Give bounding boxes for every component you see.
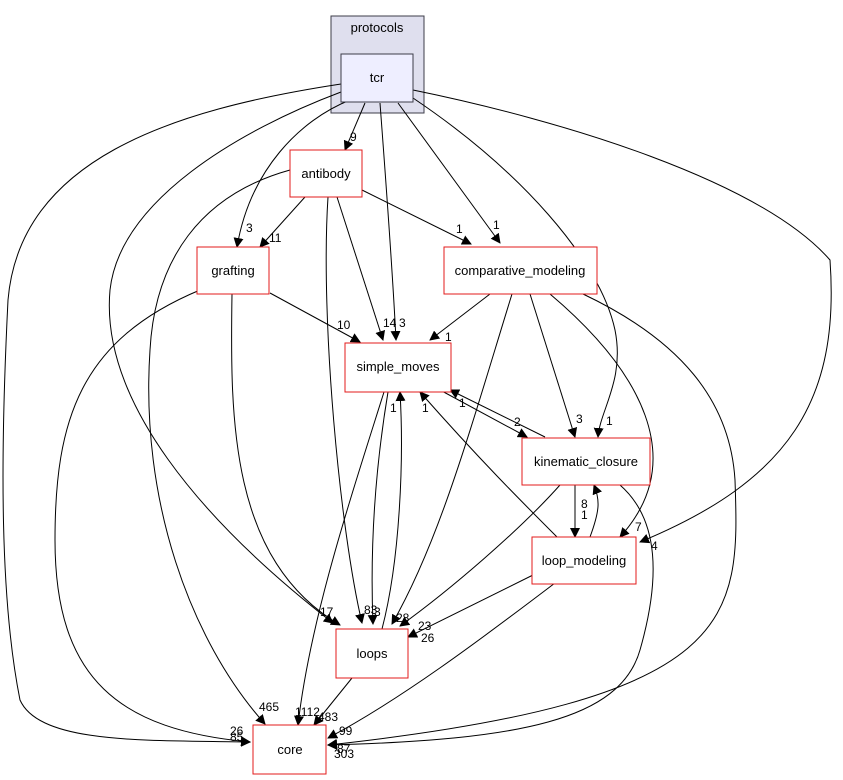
- edge-label: 3: [246, 221, 253, 235]
- edge-label: 8: [581, 497, 588, 511]
- node-label: antibody: [301, 166, 351, 181]
- node-label: tcr: [370, 70, 385, 85]
- node-comparative-modeling[interactable]: comparative_modeling: [443, 246, 598, 295]
- node-label: comparative_modeling: [455, 263, 586, 278]
- node-label: simple_moves: [356, 359, 440, 374]
- edge-label: 1: [445, 330, 452, 344]
- edge-tcr-grafting: [233, 99, 351, 248]
- node-tcr[interactable]: tcr: [340, 53, 414, 103]
- edge-label: 11: [269, 231, 282, 245]
- edge-tcr-comparative: [397, 102, 501, 244]
- edge-label: 26: [230, 724, 244, 738]
- edge-tcr-simple-moves: [379, 102, 401, 341]
- edge-label: 1: [606, 414, 613, 428]
- node-label: loop_modeling: [542, 553, 627, 568]
- edge-label: 99: [339, 724, 353, 738]
- edge-kinematic-loops: [399, 484, 561, 627]
- edge-label: 83: [364, 603, 378, 617]
- node-grafting[interactable]: grafting: [196, 246, 270, 295]
- edge-label: 483: [318, 710, 338, 724]
- edge-loop-modeling-core: [327, 582, 556, 739]
- edge-simple-moves-core: [294, 391, 385, 726]
- edge-comparative-core: [327, 293, 737, 749]
- edge-label: 3: [399, 316, 406, 330]
- nodes: tcr antibody grafting comparative_modeli…: [196, 53, 651, 775]
- edge-grafting-simple-moves: [269, 292, 361, 343]
- edge-label: 4: [651, 539, 658, 553]
- edge-label: 87: [337, 742, 351, 756]
- edge-comparative-loops: [391, 293, 513, 625]
- node-simple-moves[interactable]: simple_moves: [344, 342, 452, 393]
- edge-label: 303: [334, 747, 354, 761]
- edge-tcr-kinematic: [412, 97, 618, 438]
- edge-grafting-core: [54, 289, 251, 747]
- edge-simple-moves-kinematic: [439, 389, 528, 438]
- edge-simple-moves-loops: [367, 391, 389, 625]
- edge-tcr-loop-modeling: [412, 89, 832, 544]
- edge-comparative-simple-moves: [429, 293, 491, 341]
- edge-grafting-loops: [231, 293, 341, 626]
- edge-label: 3: [576, 412, 583, 426]
- edge-label: 7: [635, 520, 642, 534]
- node-core[interactable]: core: [252, 724, 327, 775]
- edge-antibody-comparative: [361, 189, 472, 245]
- node-loop-modeling[interactable]: loop_modeling: [531, 536, 637, 585]
- edge-comparative-kinematic: [529, 293, 578, 438]
- edge-tcr-antibody: [343, 102, 366, 151]
- edge-label: 17: [320, 605, 334, 619]
- edge-label: 14: [383, 316, 397, 330]
- node-loops[interactable]: loops: [335, 628, 409, 679]
- edge-label: 3: [374, 605, 381, 619]
- edge-loop-modeling-simple-moves: [419, 391, 561, 541]
- edge-label: 1: [422, 401, 429, 415]
- node-label: grafting: [211, 263, 254, 278]
- edge-label: 1112: [295, 705, 320, 719]
- edge-label: 10: [337, 318, 351, 332]
- node-kinematic-closure[interactable]: kinematic_closure: [521, 437, 651, 486]
- node-label: core: [277, 742, 302, 757]
- edge-label: 1: [390, 401, 397, 415]
- edge-labels: 9 3 11 1 1 14 3 10 1 1 1 1 2 3 1 8 1 7 4…: [230, 130, 658, 761]
- edge-tcr-core: [2, 83, 342, 747]
- edge-label: 1: [456, 222, 463, 236]
- edge-kinematic-core: [327, 484, 654, 750]
- edge-label: 465: [259, 700, 279, 714]
- edge-label: 26: [421, 631, 435, 645]
- edge-loop-modeling-loops: [407, 574, 534, 638]
- edge-label: 9: [350, 130, 357, 144]
- edge-loop-modeling-kinematic: [589, 484, 602, 538]
- edge-loops-core: [313, 677, 353, 726]
- edges: [2, 83, 832, 750]
- cluster-title: protocols: [351, 20, 404, 35]
- node-antibody[interactable]: antibody: [289, 149, 363, 198]
- edge-kinematic-simple-moves: [449, 389, 546, 438]
- edge-antibody-loops: [325, 196, 365, 624]
- edge-label: 1: [493, 218, 500, 232]
- edge-tcr-loops: [108, 91, 342, 624]
- edge-antibody-core: [148, 169, 291, 725]
- edge-antibody-grafting: [259, 196, 306, 248]
- edge-loops-simple-moves: [381, 391, 406, 630]
- node-label: kinematic_closure: [534, 454, 638, 469]
- node-label: loops: [356, 646, 388, 661]
- edge-label: 1: [581, 508, 588, 522]
- edge-label: 2: [514, 415, 521, 429]
- edge-label: 23: [418, 619, 432, 633]
- edge-antibody-simple-moves: [336, 196, 386, 341]
- edge-comparative-loop-modeling: [549, 293, 654, 538]
- edge-label: 28: [396, 611, 410, 625]
- edge-label: 1: [459, 396, 466, 410]
- edge-label: 85: [230, 730, 244, 744]
